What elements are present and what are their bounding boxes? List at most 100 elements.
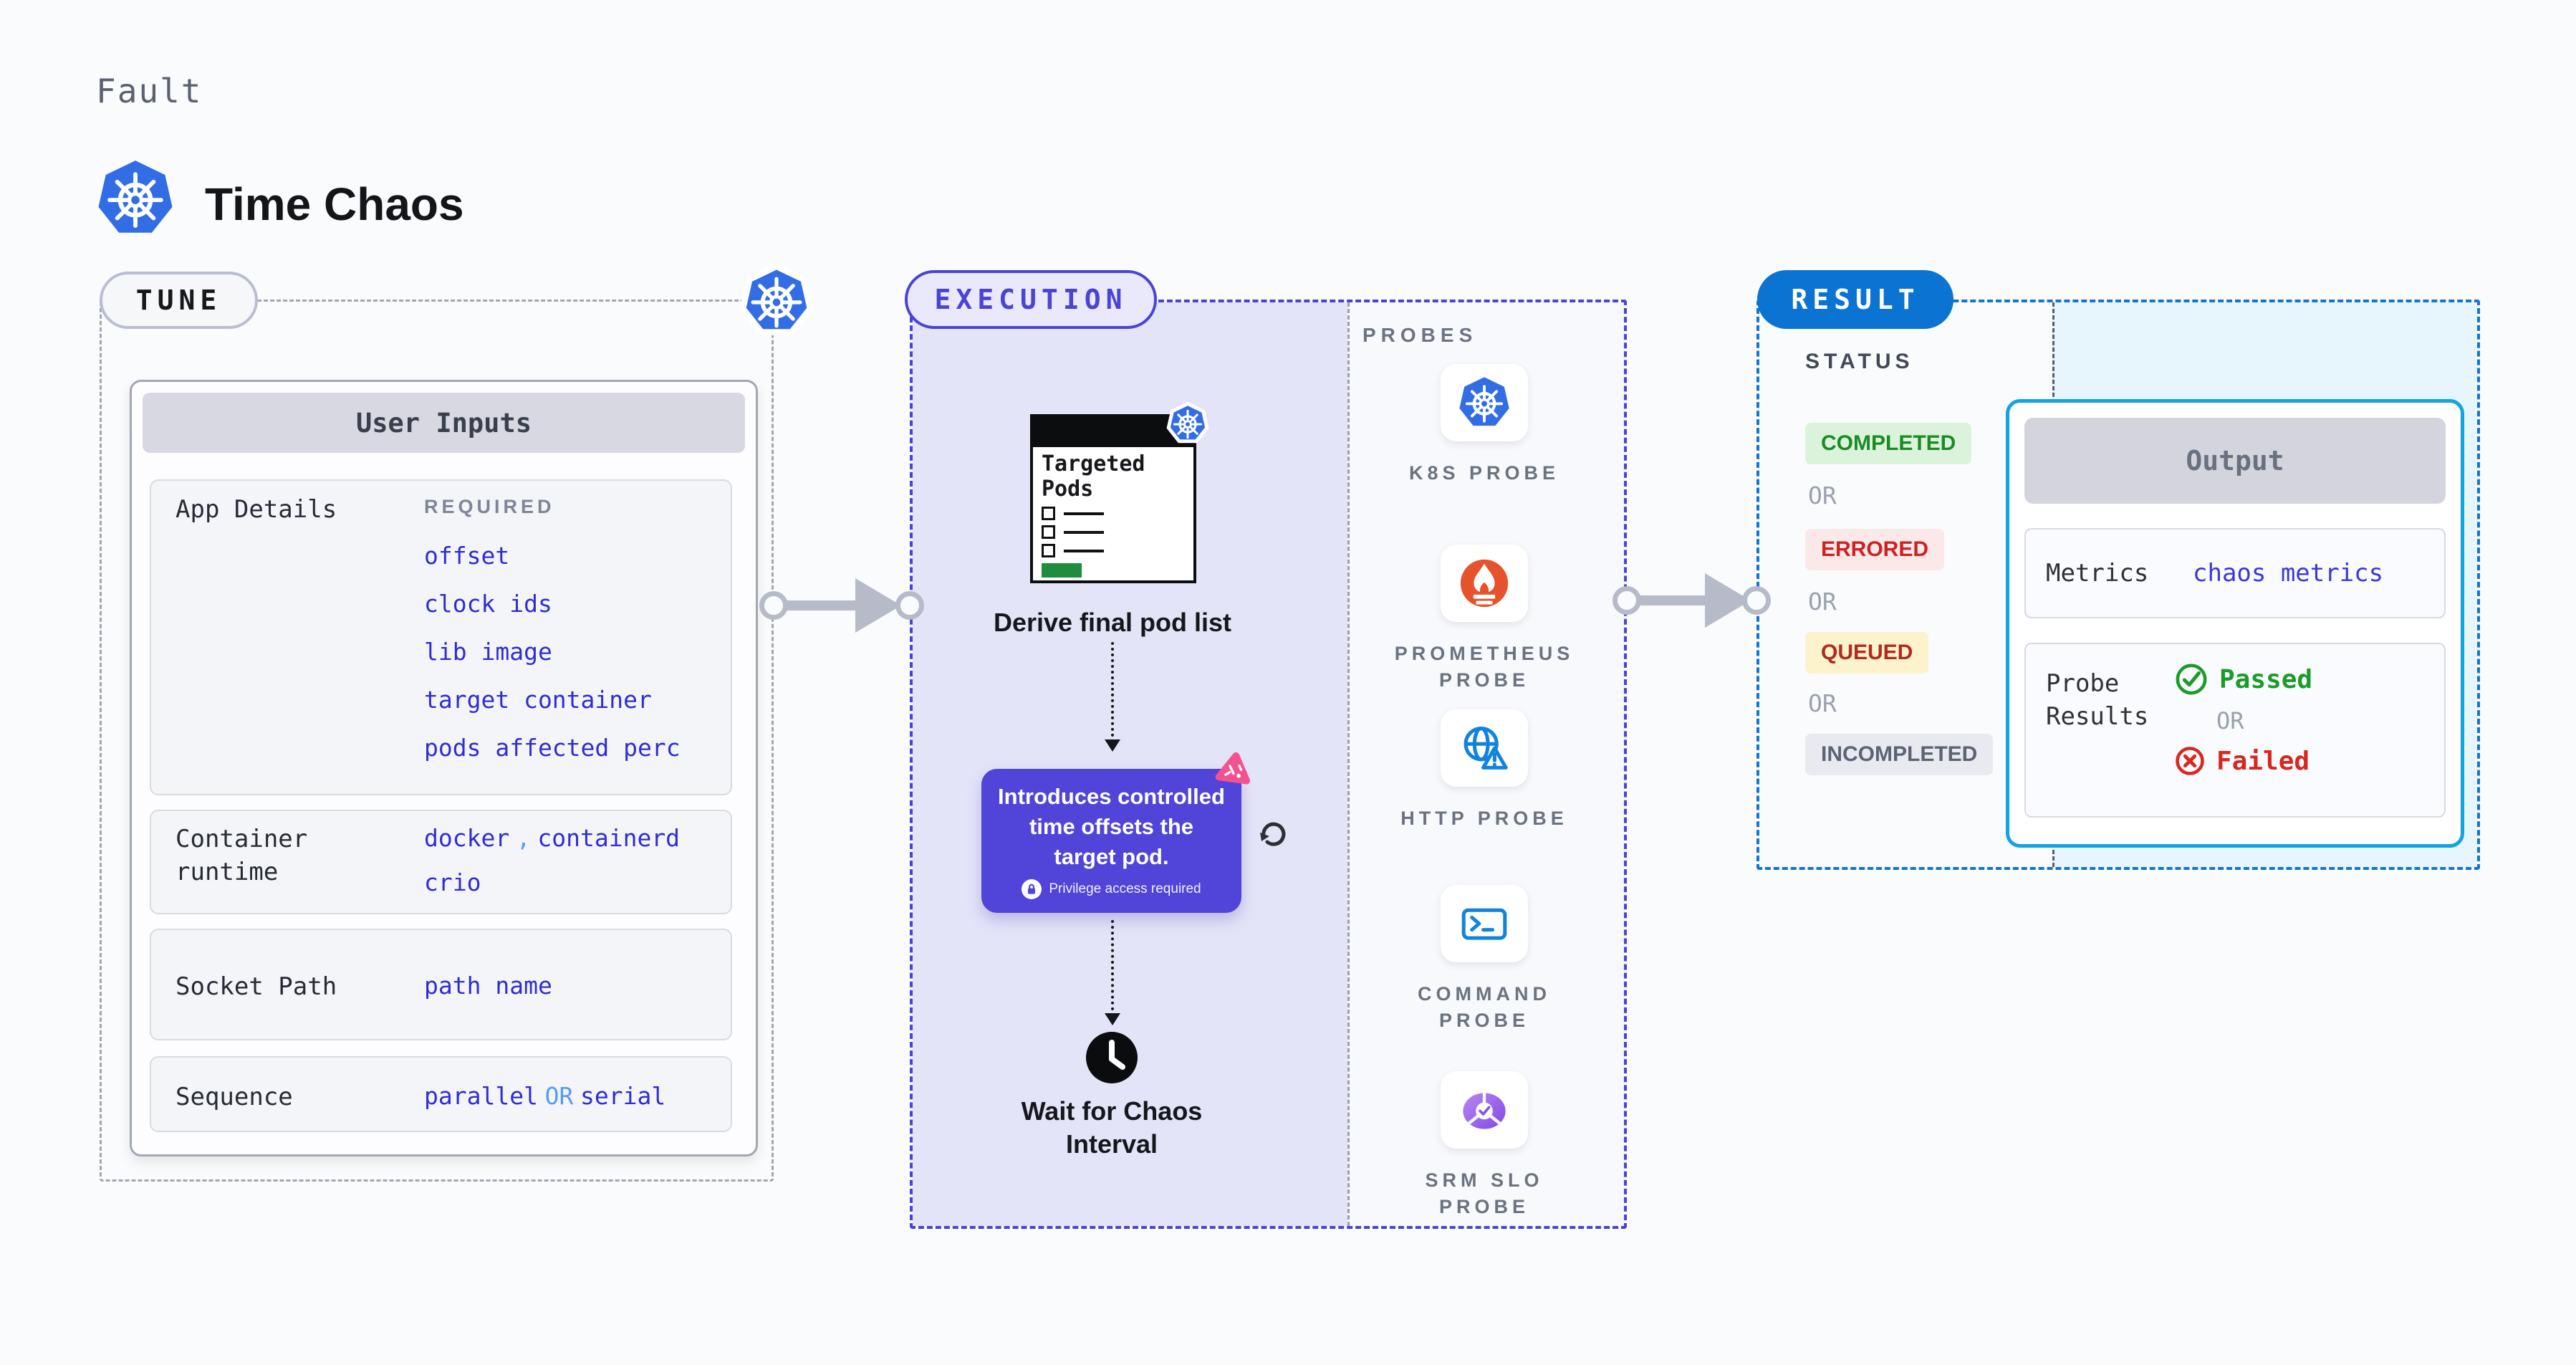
check-circle-icon <box>2175 663 2208 696</box>
param-link[interactable]: offset <box>424 542 510 570</box>
sequence-link[interactable]: parallel <box>424 1082 538 1110</box>
status-badge-errored: ERRORED <box>1805 529 1945 570</box>
probe-label: SRM SLO PROBE <box>1425 1169 1544 1217</box>
failed-label: Failed <box>2216 746 2310 776</box>
runtime-link[interactable]: containerd <box>537 824 681 852</box>
tune-section <box>100 300 774 1182</box>
metrics-label: Metrics <box>2046 559 2149 588</box>
probe-label: COMMAND PROBE <box>1418 983 1551 1031</box>
tune-badge: TUNE <box>100 272 258 329</box>
status-badge-completed: COMPLETED <box>1805 423 1972 464</box>
runtime-link[interactable]: crio <box>424 868 481 896</box>
dotted-connector <box>1111 920 1114 1010</box>
connector-node <box>1742 586 1771 615</box>
probe-label: K8S PROBE <box>1408 462 1560 484</box>
socket-path-row <box>150 929 732 1040</box>
param-link[interactable]: target container <box>424 686 652 714</box>
lock-icon <box>1022 879 1042 899</box>
privilege-note: Privilege access required <box>1049 881 1201 896</box>
pod-list-item <box>1042 525 1185 539</box>
probe-card-srm-slo <box>1441 1071 1528 1149</box>
result-badge: RESULT <box>1757 270 1953 329</box>
x-circle-icon <box>2175 746 2205 776</box>
or-label: OR <box>1808 689 1837 717</box>
wait-interval-label: Wait for Chaos Interval <box>1021 1096 1203 1159</box>
app-details-row <box>150 479 732 795</box>
targeted-pods-illustration: Targeted Pods <box>1030 414 1196 583</box>
container-runtime-values: docker , containerd <box>424 824 680 852</box>
metrics-value-link[interactable]: chaos metrics <box>2193 559 2384 588</box>
app-details-params: offset clock ids lib image target contai… <box>424 532 681 772</box>
probe-card-http <box>1441 709 1528 787</box>
fault-description-tooltip: Introduces controlled time offsets the t… <box>981 769 1241 913</box>
sequence-or: OR <box>544 1082 574 1110</box>
param-link[interactable]: clock ids <box>424 590 552 618</box>
probe-results-label: Probe Results <box>2046 669 2149 731</box>
select-button <box>1042 563 1082 578</box>
or-label: OR <box>1808 588 1837 616</box>
arrow-head-icon <box>855 578 901 633</box>
probe-label: PROMETHEUS PROBE <box>1394 643 1575 691</box>
dotted-connector <box>1111 642 1114 737</box>
window-titlebar <box>1033 417 1193 447</box>
kubernetes-icon <box>1165 400 1211 447</box>
connector-node <box>895 591 924 620</box>
derive-pod-list-label: Derive final pod list <box>993 608 1232 637</box>
probe-results-row: Probe Results Passed OR Failed <box>2024 643 2446 818</box>
pod-list-item <box>1042 544 1185 557</box>
or-label: OR <box>2216 707 2244 734</box>
chaos-badge-icon <box>1213 747 1256 790</box>
checkbox-icon <box>1042 507 1055 520</box>
probe-card-command <box>1441 885 1528 962</box>
status-title: STATUS <box>1805 350 1914 373</box>
prometheus-icon <box>1458 557 1510 609</box>
socket-path-label: Socket Path <box>176 972 337 1001</box>
fault-kicker: Fault <box>96 72 203 110</box>
tooltip-line: Introduces controlled <box>998 784 1225 809</box>
container-runtime-row <box>150 810 732 914</box>
arrow-head-icon <box>1105 739 1120 752</box>
user-inputs-title: User Inputs <box>143 393 745 453</box>
sequence-label: Sequence <box>176 1083 293 1111</box>
container-runtime-label: Container runtime <box>176 825 308 886</box>
checkbox-icon <box>1042 525 1055 539</box>
kubernetes-icon <box>736 259 817 343</box>
sequence-values: parallel OR serial <box>424 1082 665 1110</box>
output-panel: Output Metrics chaos metrics Probe Resul… <box>2006 399 2464 848</box>
probe-card-k8s <box>1441 364 1528 441</box>
app-details-label: App Details <box>176 495 337 524</box>
list-line <box>1064 512 1104 515</box>
runtime-separator: , <box>516 824 531 852</box>
list-line <box>1064 549 1104 552</box>
or-label: OR <box>1808 482 1837 509</box>
status-badge-incompleted: INCOMPLETED <box>1805 734 1994 775</box>
passed-label: Passed <box>2219 664 2313 694</box>
clock-icon <box>1086 1032 1138 1083</box>
arrow-line <box>1627 595 1707 605</box>
socket-path-link[interactable]: path name <box>424 972 552 1000</box>
sequence-link[interactable]: serial <box>580 1082 666 1110</box>
arrow-line <box>774 600 857 610</box>
terminal-icon <box>1458 898 1510 949</box>
execution-badge: EXECUTION <box>905 270 1157 329</box>
tooltip-line: time offsets the <box>1029 814 1194 839</box>
targeted-pods-title: Pods <box>1042 476 1094 502</box>
param-link[interactable]: pods affected perc <box>424 734 681 762</box>
kubernetes-icon <box>97 159 173 238</box>
list-line <box>1064 530 1104 534</box>
sequence-row <box>150 1056 732 1132</box>
probes-title: PROBES <box>1363 324 1478 346</box>
output-title: Output <box>2024 418 2446 504</box>
kubernetes-icon <box>1458 376 1510 429</box>
probe-card-prometheus <box>1441 545 1528 622</box>
metrics-row: Metrics chaos metrics <box>2024 528 2446 618</box>
page-title: Time Chaos <box>205 178 464 230</box>
checkbox-icon <box>1042 544 1055 557</box>
param-link[interactable]: lib image <box>424 638 552 666</box>
connector-node <box>1613 586 1641 615</box>
status-badge-queued: QUEUED <box>1805 632 1929 674</box>
tooltip-line: target pod. <box>1054 844 1169 869</box>
runtime-link[interactable]: docker <box>424 824 510 852</box>
targeted-pods-title: Targeted <box>1042 451 1145 476</box>
